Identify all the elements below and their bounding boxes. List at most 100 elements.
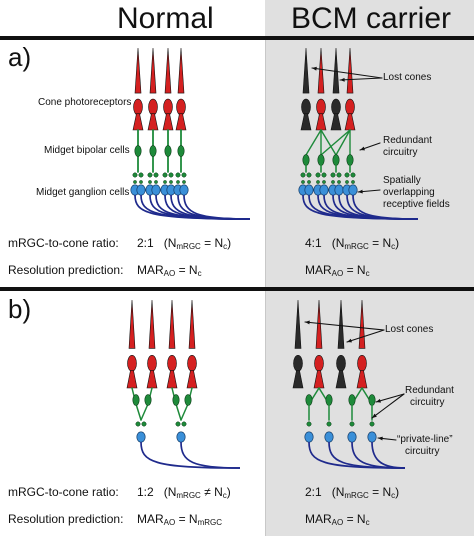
mar-value-a-carrier: MARAO = Nc <box>305 263 370 278</box>
bipolar-cell-body <box>305 394 313 406</box>
bipolar-cell-body <box>134 145 142 157</box>
ganglion-cell-body <box>304 431 314 443</box>
ganglion-axon <box>183 194 251 220</box>
cone-pedicle <box>186 370 198 389</box>
bipolar-cell-body <box>302 154 310 166</box>
label-lost-cones-a: Lost cones <box>383 72 432 83</box>
redundant-arrow-a-head <box>360 146 365 151</box>
ratio-label-a: mRGC-to-cone ratio: <box>8 236 119 250</box>
cone-pedicle <box>315 113 327 131</box>
cone-body <box>345 98 355 116</box>
lost-cones-arrow-b2 <box>346 329 385 343</box>
cone-pedicle <box>146 370 158 389</box>
cone-body <box>187 355 197 372</box>
cone-body <box>314 355 324 372</box>
cone-outer-segment <box>188 299 196 349</box>
cone-body <box>316 98 326 116</box>
cone-body <box>167 355 177 372</box>
synapse-dot <box>147 172 153 178</box>
synapse-dot <box>307 180 311 184</box>
cone-outer-segment <box>164 47 172 94</box>
ganglion-cell-body <box>334 184 344 196</box>
synapse-dot <box>162 172 168 178</box>
synapse-dot <box>330 172 336 178</box>
lost-cone-body <box>293 355 303 372</box>
label-spatial-1: Spatially <box>383 175 421 186</box>
lost-cones-arrow-b2-head <box>347 338 352 343</box>
cone-outer-segment <box>168 299 176 349</box>
label-private-line-2: circuitry <box>405 446 440 457</box>
redundant-arrow-b2-head <box>372 413 377 418</box>
synapse-dot <box>163 180 167 184</box>
synapse-dot <box>345 180 349 184</box>
bipolar-cell-body <box>317 154 325 166</box>
cone-pedicle <box>300 113 312 131</box>
label-cone-photoreceptors: Cone photoreceptors <box>38 97 132 108</box>
ratio-value-a-normal: 2:1 (NmRGC = Nc) <box>137 236 232 251</box>
label-redundant-a-2: circuitry <box>383 147 418 158</box>
cone-body <box>127 355 137 372</box>
synapse-dot <box>300 172 306 178</box>
synapse-dot <box>322 180 326 184</box>
synapse-dot <box>175 421 181 427</box>
panel-label-b: b) <box>8 294 32 324</box>
cone-outer-segment <box>134 47 142 94</box>
lost-cones-arrow-a2 <box>339 77 383 81</box>
cone-outer-segment <box>317 47 325 94</box>
ratio-value-b-carrier: 2:1 (NmRGC = Nc) <box>305 485 400 500</box>
ganglion-cell-body <box>319 184 329 196</box>
lost-cone-body <box>331 98 341 116</box>
bipolar-cell-body <box>164 145 172 157</box>
cone-pedicle <box>292 370 304 389</box>
cone-pedicle <box>126 370 138 389</box>
synapse-dot <box>351 180 355 184</box>
mar-value-b-normal: MARAO = NmRGC <box>137 512 223 527</box>
ganglion-cell-body <box>348 184 358 196</box>
cone-pedicle <box>175 113 187 131</box>
synapse-dot <box>344 172 350 178</box>
middle-divider <box>0 287 474 291</box>
carrier-column-background <box>265 0 474 536</box>
bipolar-cell-body <box>172 394 180 406</box>
bipolar-cell-body <box>184 394 192 406</box>
lost-cones-arrow-b1-head <box>305 320 310 325</box>
label-spatial-3: receptive fields <box>383 199 450 210</box>
ganglion-cell-body <box>151 184 161 196</box>
synapse-dot <box>369 421 375 427</box>
cone-body <box>148 98 158 116</box>
ganglion-axon <box>180 441 241 469</box>
synapse-dot <box>326 421 332 427</box>
synapse-dot <box>169 180 173 184</box>
header-bcm-carrier: BCM carrier <box>291 2 452 35</box>
bipolar-cell-body <box>325 394 333 406</box>
bipolar-cell-body <box>346 154 354 166</box>
synapse-dot <box>181 172 187 178</box>
label-midget-ganglion: Midget ganglion cells <box>36 187 130 198</box>
private-line-arrow-head <box>378 436 383 441</box>
redundant-dendrite <box>320 129 351 156</box>
lost-cones-arrow-a1-head <box>312 66 317 71</box>
synapse-dot <box>168 172 174 178</box>
synapse-dot <box>153 172 159 178</box>
cone-body <box>357 355 367 372</box>
lost-cone-outer <box>294 299 302 349</box>
cone-pedicle <box>335 370 347 389</box>
cone-outer-segment <box>346 47 354 94</box>
cone-outer-segment <box>148 299 156 349</box>
ganglion-axon <box>371 441 406 469</box>
synapse-dot <box>176 180 180 184</box>
redundant-arrow-b1-head <box>376 398 381 403</box>
label-spatial-2: overlapping <box>383 187 435 198</box>
ganglion-cell-body <box>136 184 146 196</box>
lost-cones-arrow-b1 <box>304 321 385 331</box>
bipolar-cell-body <box>144 394 152 406</box>
synapse-dot <box>316 180 320 184</box>
cone-pedicle <box>147 113 159 131</box>
lost-cone-outer <box>332 47 340 94</box>
cone-body <box>176 98 186 116</box>
lost-cones-arrow-a2-head <box>340 77 345 82</box>
cone-outer-segment <box>177 47 185 94</box>
ganglion-cell-body <box>367 431 377 443</box>
cone-body <box>147 355 157 372</box>
top-divider <box>0 36 474 40</box>
